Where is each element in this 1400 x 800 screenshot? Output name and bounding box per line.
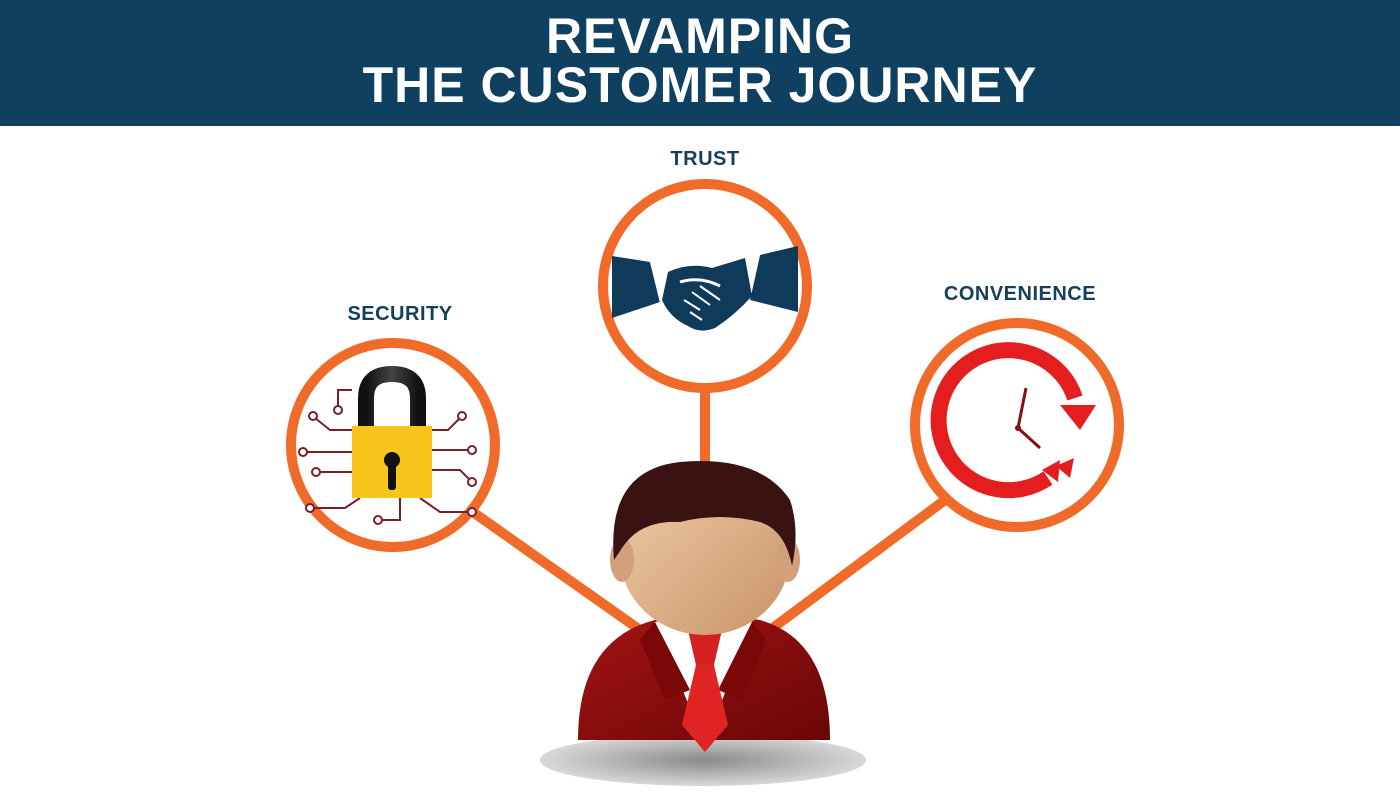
title-banner: REVAMPING THE CUSTOMER JOURNEY: [0, 0, 1400, 126]
connector-lines: [467, 387, 948, 635]
convenience-node: [910, 318, 1124, 532]
security-node: [286, 338, 500, 552]
businessman-icon: [578, 461, 830, 752]
connector-convenience: [767, 495, 948, 635]
title-line-2: THE CUSTOMER JOURNEY: [362, 57, 1038, 113]
connector-security: [467, 505, 643, 635]
trust-label: TRUST: [670, 148, 740, 170]
padlock-icon: [298, 365, 477, 525]
person-shadow: [540, 734, 866, 786]
handshake-icon: [612, 246, 798, 331]
title-line-1: REVAMPING: [545, 8, 855, 64]
diagram-canvas: [286, 179, 1124, 786]
security-label: SECURITY: [347, 303, 453, 325]
convenience-label: CONVENIENCE: [943, 283, 1097, 305]
trust-node: [598, 179, 812, 393]
clock-arrow-icon: [930, 342, 1096, 499]
